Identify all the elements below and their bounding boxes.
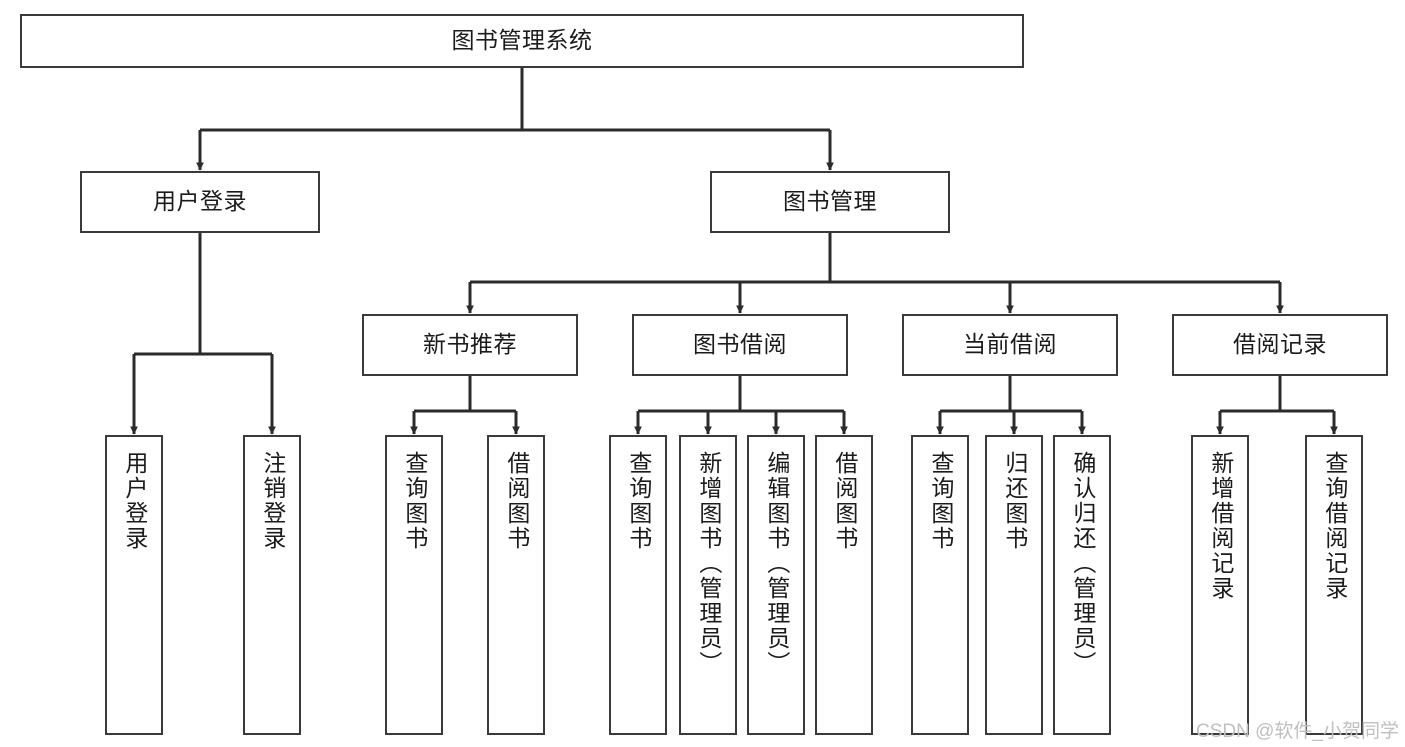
node-l13[interactable]: 查询借阅记录 (1305, 435, 1363, 735)
node-label: 查询图书 (927, 451, 954, 551)
node-l5[interactable]: 查询图书 (609, 435, 667, 735)
node-label: 查询借阅记录 (1321, 451, 1348, 601)
node-l1[interactable]: 用户登录 (105, 435, 163, 735)
node-label: 借阅图书 (831, 451, 858, 551)
node-label: 借阅图书 (503, 451, 530, 551)
node-label: 当前借阅 (963, 331, 1057, 358)
node-l8[interactable]: 借阅图书 (815, 435, 873, 735)
node-login[interactable]: 用户登录 (80, 171, 320, 233)
node-label: 查询图书 (625, 451, 652, 551)
node-current[interactable]: 当前借阅 (902, 314, 1118, 376)
node-bookmgmt[interactable]: 图书管理 (710, 171, 950, 233)
node-l12[interactable]: 新增借阅记录 (1191, 435, 1249, 735)
node-label: 注销登录 (259, 451, 286, 551)
node-label: 确认归还（管理员） (1069, 451, 1096, 676)
node-label: 图书管理系统 (451, 27, 593, 54)
csdn-watermark: CSDN @软件_小贺同学 (1196, 721, 1399, 742)
node-label: 新书推荐 (423, 331, 517, 358)
node-l3[interactable]: 查询图书 (385, 435, 443, 735)
node-root[interactable]: 图书管理系统 (20, 14, 1024, 68)
node-label: 用户登录 (153, 188, 247, 215)
node-label: 图书借阅 (693, 331, 787, 358)
node-records[interactable]: 借阅记录 (1172, 314, 1388, 376)
node-newbook[interactable]: 新书推荐 (362, 314, 578, 376)
node-l9[interactable]: 查询图书 (911, 435, 969, 735)
node-l10[interactable]: 归还图书 (985, 435, 1043, 735)
node-label: 用户登录 (121, 451, 148, 551)
node-label: 归还图书 (1001, 451, 1028, 551)
node-l6[interactable]: 新增图书（管理员） (679, 435, 737, 735)
node-label: 借阅记录 (1233, 331, 1327, 358)
node-label: 新增图书（管理员） (695, 451, 722, 676)
node-borrow[interactable]: 图书借阅 (632, 314, 848, 376)
node-label: 图书管理 (783, 188, 877, 215)
node-l2[interactable]: 注销登录 (243, 435, 301, 735)
node-label: 查询图书 (401, 451, 428, 551)
node-l11[interactable]: 确认归还（管理员） (1053, 435, 1111, 735)
node-label: 新增借阅记录 (1207, 451, 1234, 601)
node-l4[interactable]: 借阅图书 (487, 435, 545, 735)
node-l7[interactable]: 编辑图书（管理员） (747, 435, 805, 735)
node-label: 编辑图书（管理员） (763, 451, 790, 676)
